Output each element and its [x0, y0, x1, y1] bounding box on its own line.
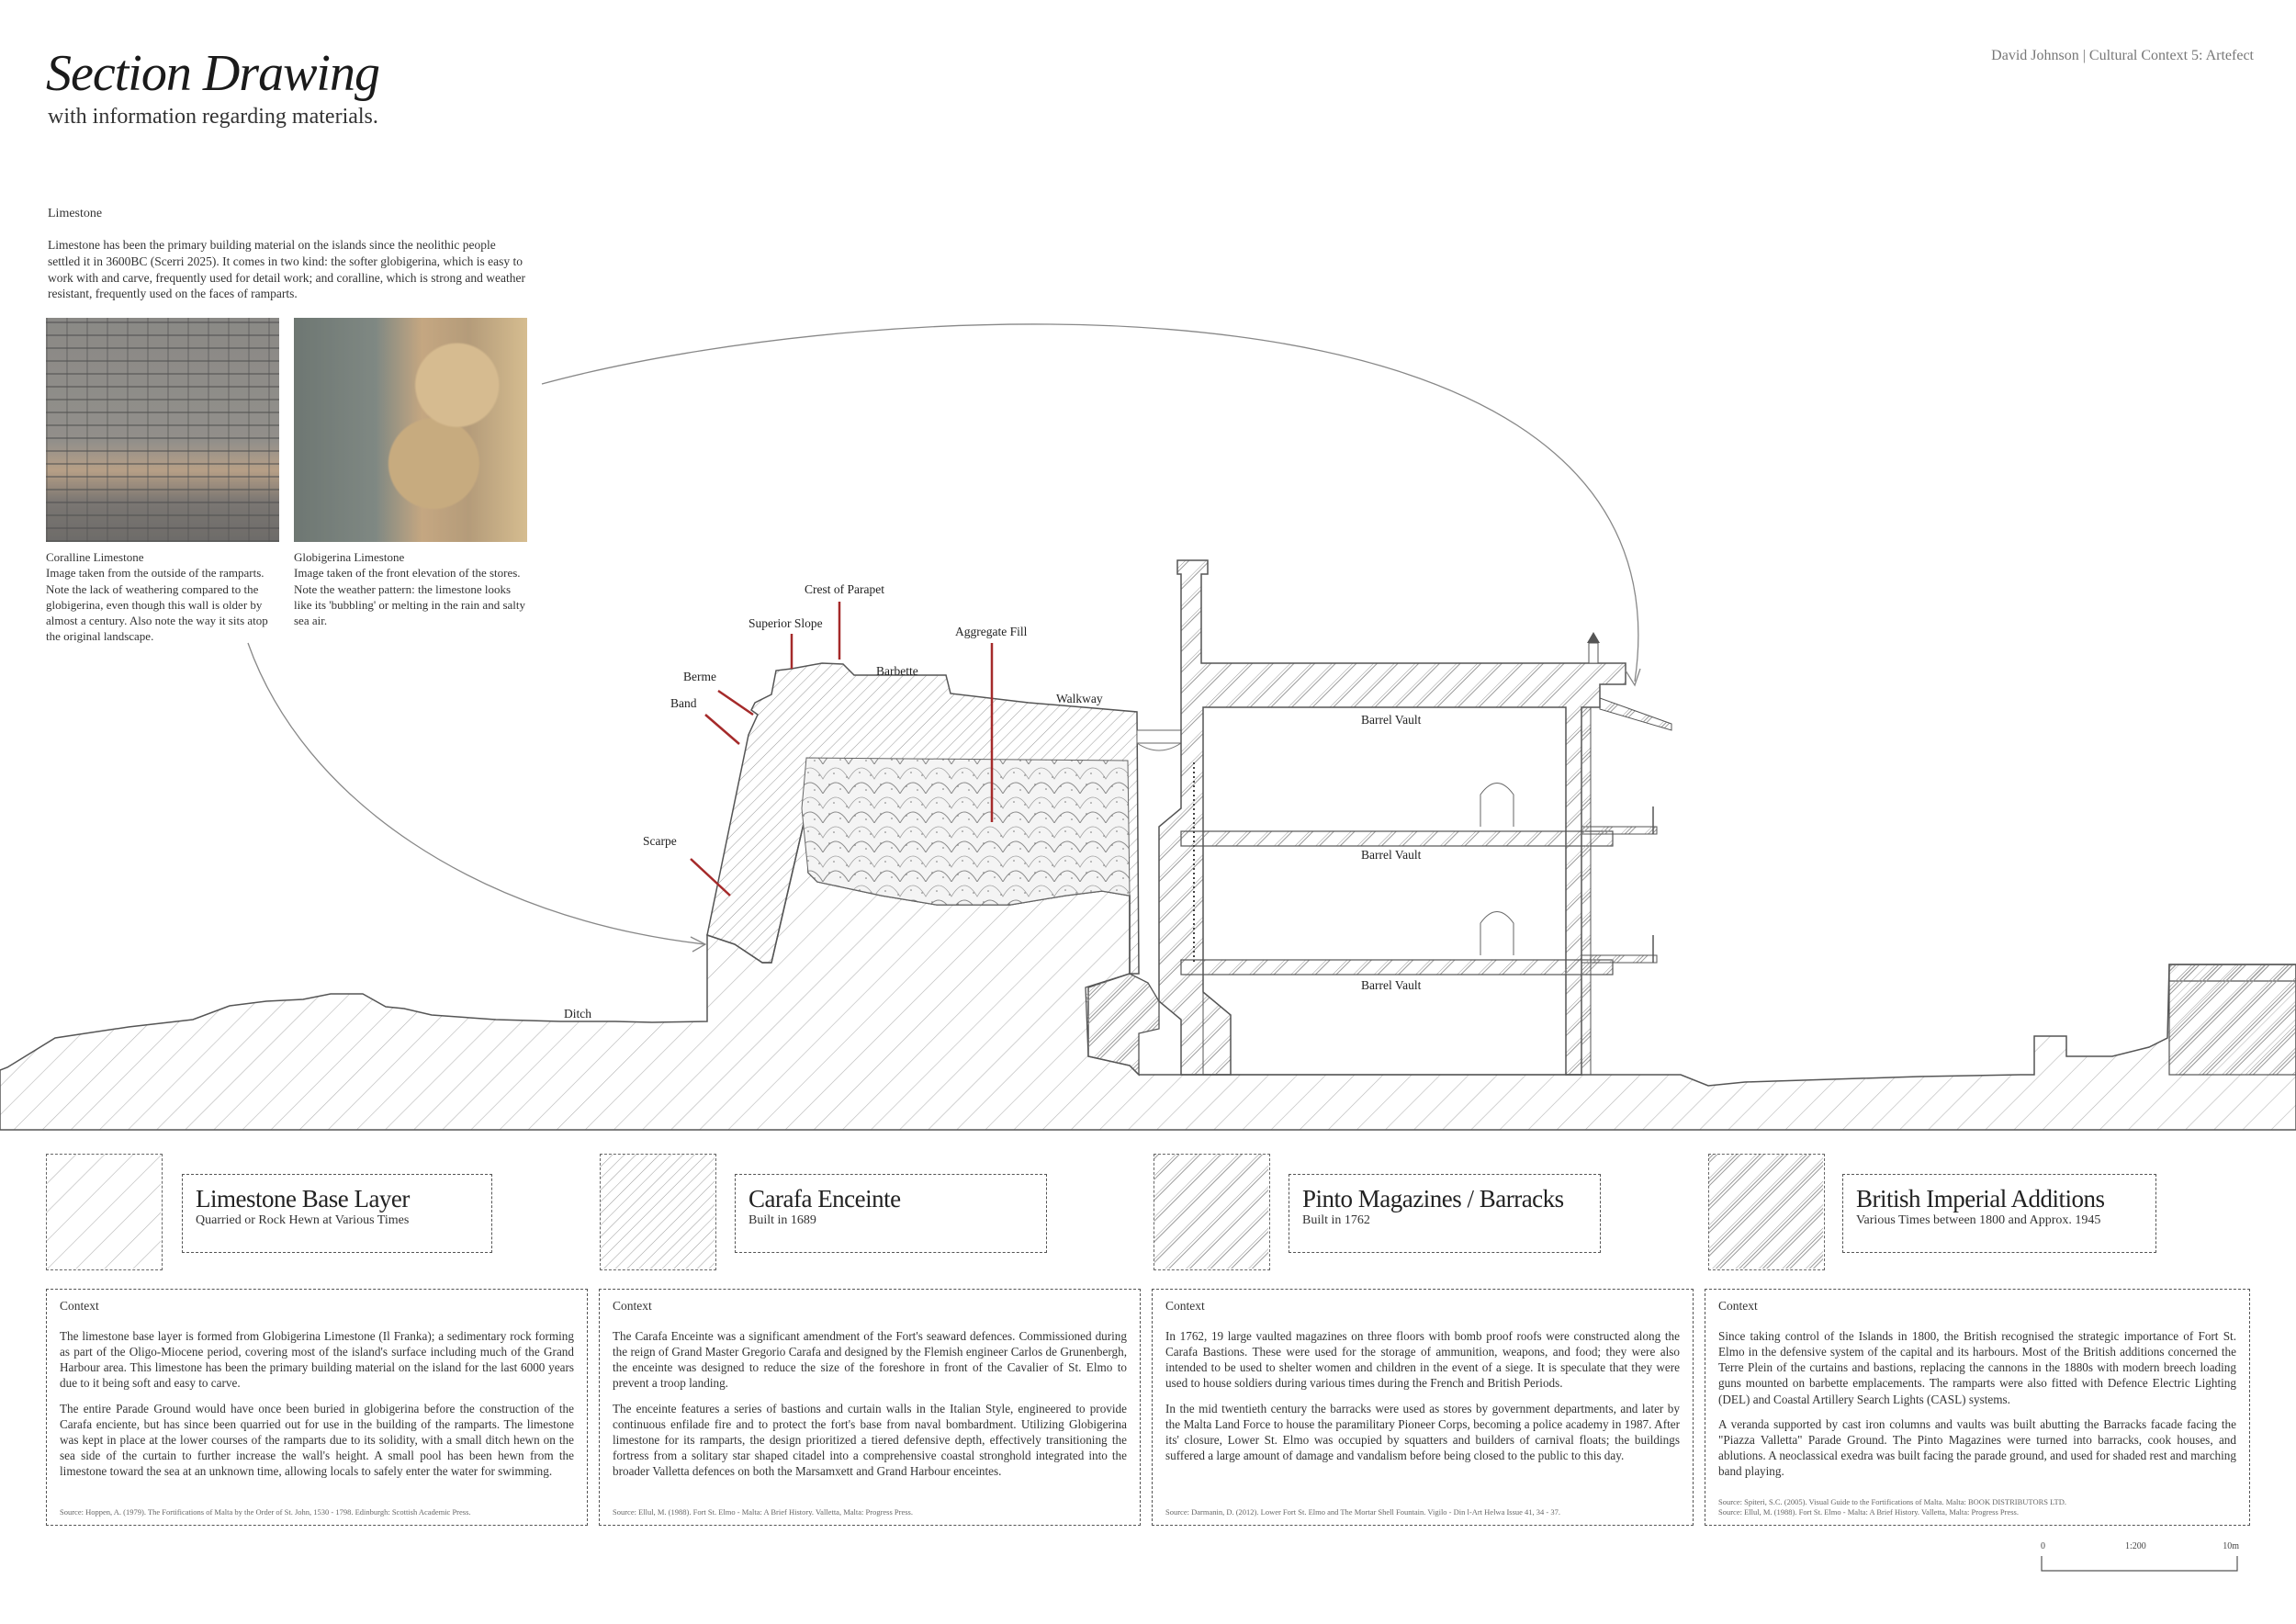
legend-swatch-carafa: [600, 1154, 716, 1270]
context-box-limestone: Context The limestone base layer is form…: [46, 1289, 588, 1526]
legend-title: Limestone Base Layer: [196, 1185, 410, 1212]
label-crest-of-parapet: Crest of Parapet: [805, 582, 884, 596]
context-heading: Context: [613, 1299, 652, 1313]
legend-title: British Imperial Additions: [1856, 1185, 2105, 1212]
legend-subtitle: Quarried or Rock Hewn at Various Times: [196, 1213, 410, 1228]
photo-caption-title: Globigerina Limestone: [294, 550, 405, 564]
page-subtitle: with information regarding materials.: [48, 105, 378, 129]
context-source: Source: Hoppen, A. (1979). The Fortifica…: [60, 1506, 471, 1517]
context-source: Source: Spiteri, S.C. (2005). Visual Gui…: [1718, 1496, 2066, 1506]
context-paragraph: The enceinte features a series of bastio…: [613, 1401, 1127, 1479]
context-box-pinto: Context In 1762, 19 large vaulted magazi…: [1152, 1289, 1694, 1526]
legend-swatch-limestone: [46, 1154, 163, 1270]
label-barrel-vault: Barrel Vault: [1361, 713, 1422, 727]
photo-caption-text: Image taken of the front elevation of th…: [294, 566, 526, 628]
globigerina-limestone-photo: [294, 318, 527, 542]
legend-swatch-british: [1708, 1154, 1825, 1270]
photo-caption: Globigerina Limestone Image taken of the…: [294, 549, 529, 628]
limestone-intro: Limestone has been the primary building …: [48, 238, 525, 301]
label-barrel-vault: Barrel Vault: [1361, 848, 1422, 862]
legend-title: Pinto Magazines / Barracks: [1302, 1185, 1564, 1212]
label-superior-slope: Superior Slope: [748, 616, 823, 630]
photo-caption: Coralline Limestone Image taken from the…: [46, 549, 281, 645]
scale-start: 0: [2041, 1541, 2045, 1551]
limestone-base-layer: [0, 803, 2296, 1131]
context-paragraph: Since taking control of the Islands in 1…: [1718, 1329, 2236, 1406]
photo-caption-text: Image taken from the outside of the ramp…: [46, 566, 268, 644]
annotation-arrow: [541, 323, 1639, 682]
context-box-british: Context Since taking control of the Isla…: [1705, 1289, 2250, 1526]
context-box-carafa: Context The Carafa Enceinte was a signif…: [599, 1289, 1141, 1526]
british-additions: [1581, 632, 2296, 1076]
legend-subtitle: Various Times between 1800 and Approx. 1…: [1856, 1213, 2101, 1228]
coralline-limestone-photo: [46, 318, 279, 542]
legend-item-british: British Imperial Additions Various Times…: [1842, 1174, 2156, 1253]
scale-bar: 0 1:200 10m: [2041, 1541, 2239, 1578]
label-band: Band: [670, 696, 697, 710]
walkway-bridge: [1136, 729, 1182, 744]
legend-subtitle: Built in 1689: [748, 1213, 816, 1228]
context-heading: Context: [60, 1299, 99, 1313]
scale-ratio: 1:200: [2125, 1541, 2146, 1551]
author-credit: David Johnson | Cultural Context 5: Arte…: [1991, 48, 2254, 63]
legend-subtitle: Built in 1762: [1302, 1213, 1370, 1228]
label-scarpe: Scarpe: [643, 834, 677, 848]
label-barbette: Barbette: [876, 664, 918, 678]
pinto-barracks: [1158, 559, 1626, 1076]
label-berme: Berme: [683, 670, 716, 683]
limestone-heading: Limestone: [48, 207, 103, 220]
context-paragraph: In the mid twentieth century the barrack…: [1165, 1401, 1680, 1463]
legend-item-carafa: Carafa Enceinte Built in 1689: [735, 1174, 1047, 1253]
context-source: Source: Ellul, M. (1988). Fort St. Elmo …: [613, 1506, 913, 1517]
aggregate-fill: [801, 757, 1131, 906]
label-walkway: Walkway: [1056, 692, 1103, 705]
legend-title: Carafa Enceinte: [748, 1185, 901, 1212]
legend-item-pinto: Pinto Magazines / Barracks Built in 1762: [1289, 1174, 1601, 1253]
label-ditch: Ditch: [564, 1007, 591, 1021]
context-heading: Context: [1718, 1299, 1758, 1313]
context-paragraph: The Carafa Enceinte was a significant am…: [613, 1329, 1127, 1391]
legend-item-limestone: Limestone Base Layer Quarried or Rock He…: [182, 1174, 492, 1253]
annotation-arrow: [247, 642, 706, 945]
scale-end: 10m: [2223, 1541, 2239, 1551]
page-title: Section Drawing: [46, 45, 380, 102]
context-source: Source: Ellul, M. (1988). Fort St. Elmo …: [1718, 1506, 2019, 1517]
context-paragraph: The entire Parade Ground would have once…: [60, 1401, 574, 1479]
label-barrel-vault: Barrel Vault: [1361, 978, 1422, 992]
context-source: Source: Darmanin, D. (2012). Lower Fort …: [1165, 1506, 1561, 1517]
context-heading: Context: [1165, 1299, 1205, 1313]
photo-caption-title: Coralline Limestone: [46, 550, 144, 564]
context-paragraph: A veranda supported by cast iron columns…: [1718, 1416, 2236, 1479]
label-aggregate-fill: Aggregate Fill: [955, 625, 1028, 638]
legend-swatch-pinto: [1154, 1154, 1270, 1270]
context-paragraph: In 1762, 19 large vaulted magazines on t…: [1165, 1329, 1680, 1391]
context-paragraph: The limestone base layer is formed from …: [60, 1329, 574, 1391]
